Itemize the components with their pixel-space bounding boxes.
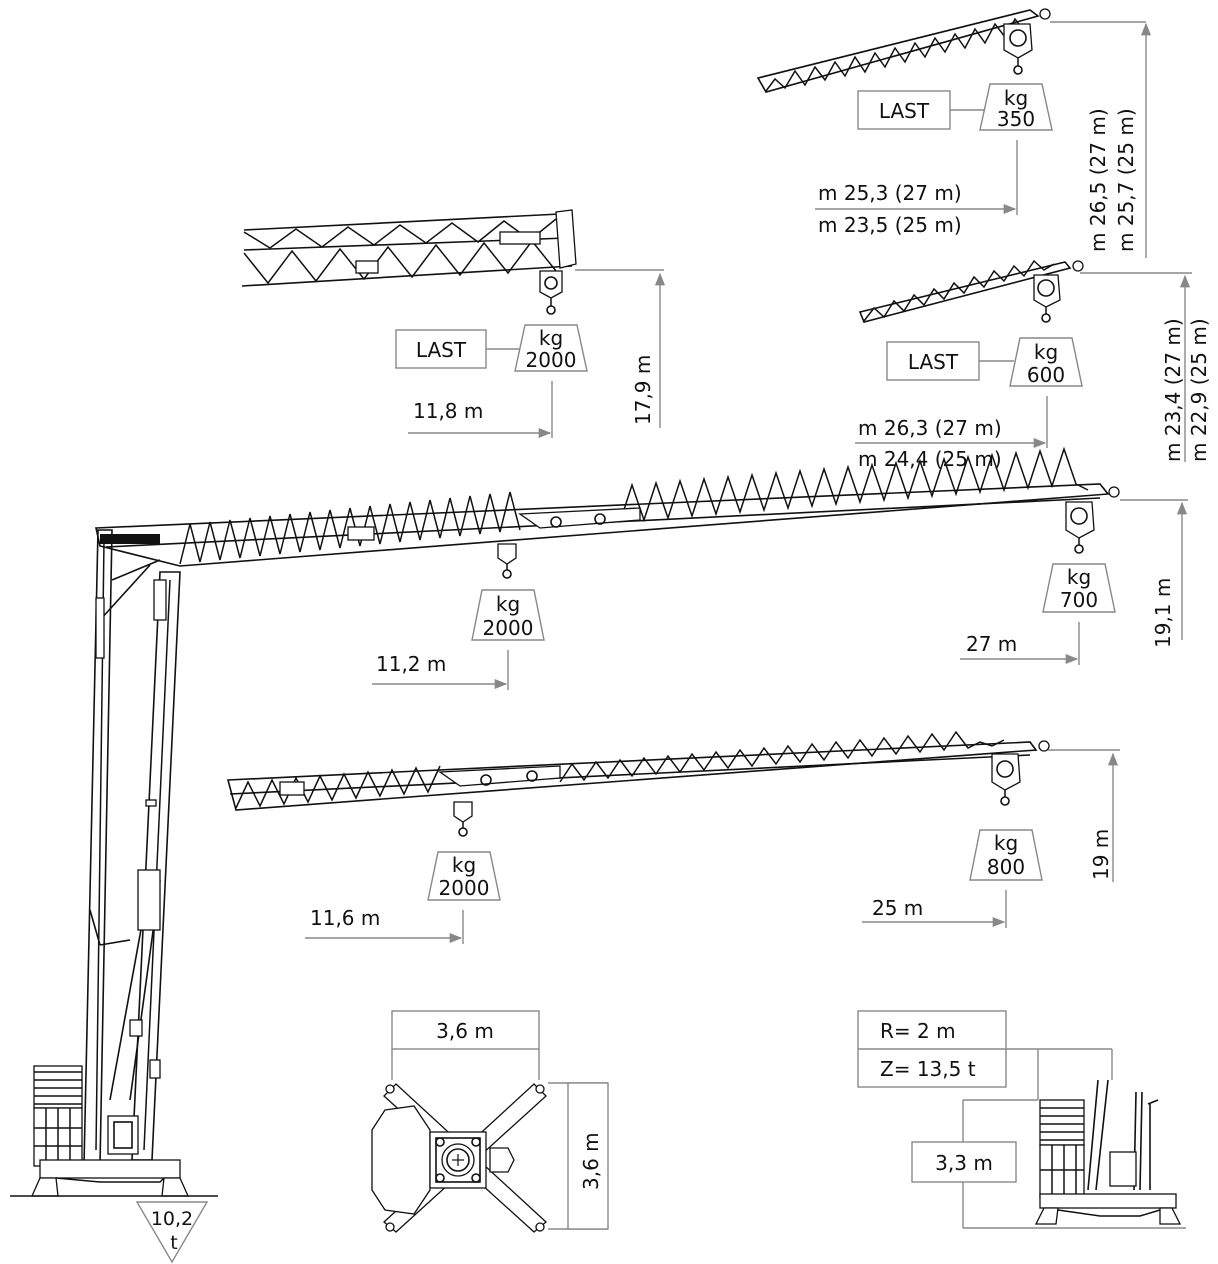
height: 17,9 m xyxy=(631,355,655,425)
jib-steep-upper xyxy=(756,8,1051,93)
height-line-1: m 26,5 (27 m) xyxy=(1086,108,1110,252)
base-width: 3,6 m xyxy=(436,1019,494,1043)
weight-value: 350 xyxy=(997,107,1035,131)
config-top-right: kg 350 LAST m 25,3 (27 m) m 23,5 (25 m) … xyxy=(756,8,1152,258)
tip-weight-unit: kg xyxy=(1067,565,1091,589)
base-plan-view: 3,6 m 3,6 m xyxy=(371,1010,609,1233)
jib-main-long xyxy=(95,446,1120,579)
load-label: LAST xyxy=(416,338,467,362)
weight-unit: kg xyxy=(1034,340,1058,364)
jib-steep-lower xyxy=(858,259,1084,323)
height-line-2: m 22,9 (25 m) xyxy=(1187,318,1211,462)
slewing-ballast: Z= 13,5 t xyxy=(880,1057,976,1081)
tip-weight-value: 800 xyxy=(987,855,1025,879)
slewing-radius: R= 2 m xyxy=(880,1019,956,1043)
radius: 11,8 m xyxy=(413,399,483,423)
load-label-box xyxy=(857,90,951,130)
base-ballast-triangle xyxy=(135,1201,209,1264)
tip-radius: 25 m xyxy=(872,896,923,920)
main-jib-height: 19,1 m xyxy=(1151,578,1175,648)
inner-weight-unit: kg xyxy=(496,592,520,616)
jib-short xyxy=(226,730,1050,837)
weight-value: 600 xyxy=(1027,363,1065,387)
crane-base xyxy=(10,1115,218,1197)
crane-tower xyxy=(83,529,181,1166)
inner-radius: 11,2 m xyxy=(376,652,446,676)
weight-unit: kg xyxy=(539,326,563,350)
tip-radius: 27 m xyxy=(966,632,1017,656)
load-weight-trapezoid xyxy=(514,324,588,372)
load-weight-trapezoid xyxy=(1009,337,1083,387)
tip-weight-unit: kg xyxy=(994,831,1018,855)
tip-load-trapezoid xyxy=(1042,563,1116,613)
weight-unit: kg xyxy=(1004,86,1028,110)
load-label: LAST xyxy=(879,99,930,123)
slewing-height: 3,3 m xyxy=(935,1151,993,1175)
inner-load-trapezoid xyxy=(427,851,501,901)
radius-line-1: m 26,3 (27 m) xyxy=(858,416,1002,440)
base-depth: 3,6 m xyxy=(579,1132,603,1190)
load-weight-trapezoid xyxy=(979,83,1053,131)
config-top-left: kg 2000 LAST 11,8 m 17,9 m xyxy=(241,209,666,439)
inner-weight-value: 2000 xyxy=(483,616,534,640)
slewing-side-view: R= 2 m Z= 13,5 t 3,3 m xyxy=(857,1010,1186,1229)
inner-weight-value: 2000 xyxy=(439,876,490,900)
jib-folded xyxy=(241,209,577,315)
radius-line-2: m 24,4 (25 m) xyxy=(858,447,1002,471)
ballast-counterweight xyxy=(33,1065,83,1167)
short-jib-height: 19 m xyxy=(1089,829,1113,880)
tip-load-trapezoid xyxy=(969,829,1043,881)
radius-line-1: m 25,3 (27 m) xyxy=(818,181,962,205)
base-ballast-weight: 10,2 xyxy=(151,1208,193,1230)
height-line-2: m 25,7 (25 m) xyxy=(1114,108,1138,252)
config-mid-right: kg 600 LAST m 26,3 (27 m) m 24,4 (25 m) … xyxy=(855,259,1211,471)
base-ballast-unit: t xyxy=(170,1232,177,1254)
tip-weight-value: 700 xyxy=(1060,588,1098,612)
height-line-1: m 23,4 (27 m) xyxy=(1161,318,1185,462)
inner-weight-unit: kg xyxy=(452,853,476,877)
radius-line-2: m 23,5 (25 m) xyxy=(818,213,962,237)
inner-radius: 11,6 m xyxy=(310,906,380,930)
inner-load-trapezoid xyxy=(471,589,545,641)
load-label-box xyxy=(886,341,980,381)
load-label-box xyxy=(395,329,487,369)
weight-value: 2000 xyxy=(526,348,577,372)
load-label: LAST xyxy=(908,350,959,374)
